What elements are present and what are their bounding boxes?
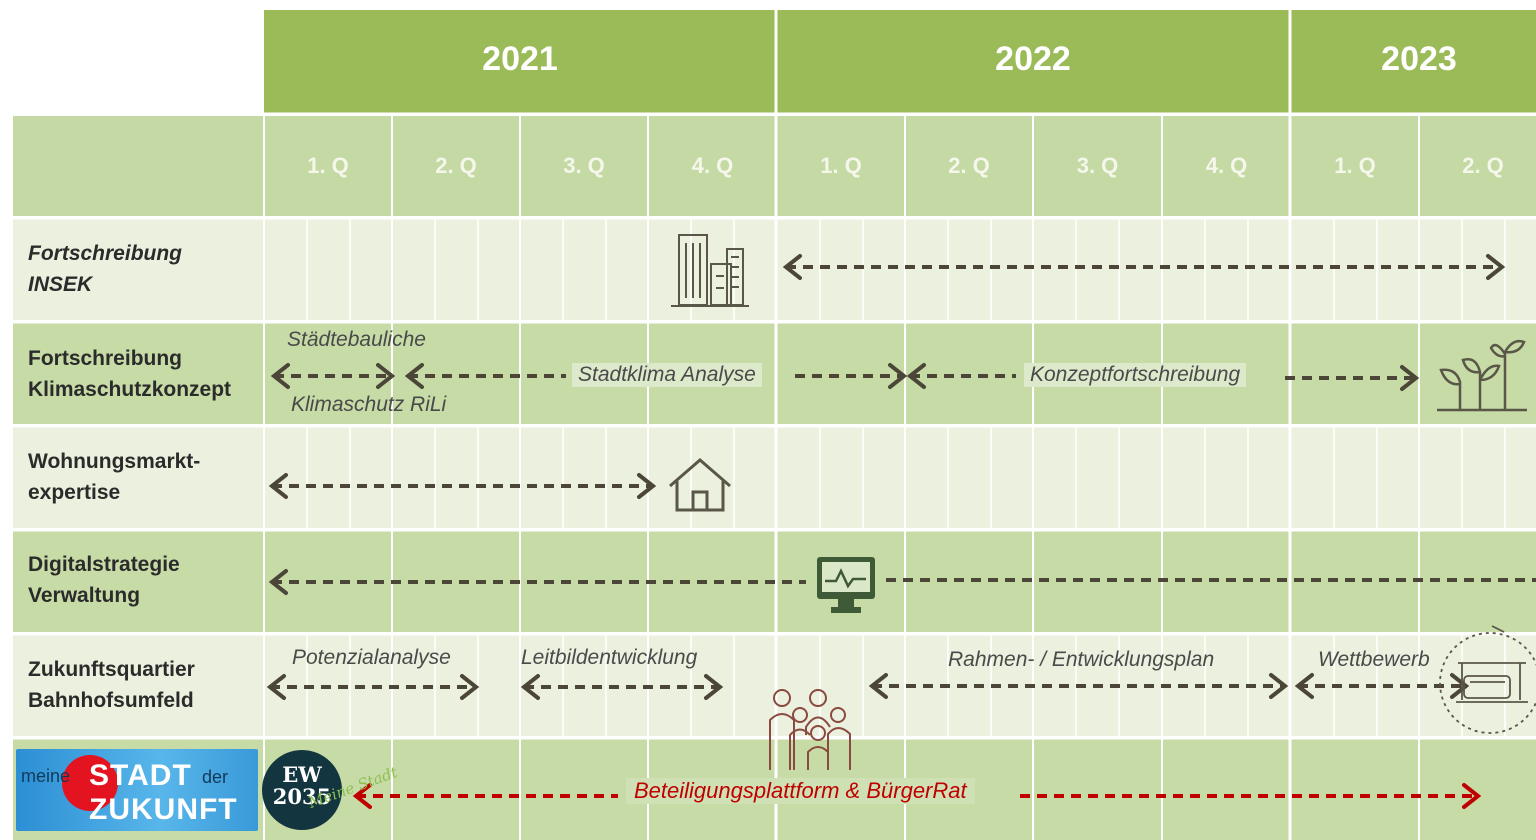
note-rahmenplan: Rahmen- / Entwicklungsplan [948, 648, 1215, 671]
quarter-label: 3. Q [563, 153, 605, 178]
ew2035-logo: EW 2035 [262, 750, 342, 830]
row-label-insek: Fortschreibung INSEK [28, 238, 182, 300]
arrow-head-left [352, 783, 372, 809]
quarter-label: 4. Q [691, 153, 734, 178]
logo-stadt: STADT [89, 759, 192, 792]
arrow-head-left [906, 363, 926, 389]
arrow-head-left [1294, 673, 1314, 699]
people-icon [769, 689, 851, 770]
ew-logo-top: EW [282, 762, 322, 787]
arrow-head-left [520, 674, 540, 700]
note-beteiligung: Beteiligungsplattform & BürgerRat [626, 778, 975, 804]
year-2021: 2021 [482, 40, 558, 78]
quarter-label: 4. Q [1205, 153, 1248, 178]
row-label-bahnhofsumfeld: Zukunftsquartier Bahnhofsumfeld [28, 654, 195, 716]
note-leitbildentwicklung: Leitbildentwicklung [521, 646, 698, 669]
timeline-row-band [12, 219, 1536, 320]
stadt-der-zukunft-logo: meine STADT der ZUKUNFT [16, 749, 258, 831]
note-potenzialanalyse: Potenzialanalyse [292, 646, 451, 669]
quarter-label: 1. Q [1334, 153, 1376, 178]
arrow-head-right [1450, 673, 1470, 699]
buildings-icon [671, 234, 749, 307]
quarter-label: 1. Q [307, 153, 349, 178]
note-klimaschutz-rili: Klimaschutz RiLi [291, 393, 447, 416]
year-header-band [264, 10, 1536, 113]
row-label-line: Fortschreibung [28, 347, 183, 370]
arrow-head-left [270, 363, 290, 389]
row-label-line: Bahnhofsumfeld [28, 689, 194, 712]
row-label-line: Digitalstrategie [28, 553, 180, 576]
row-label-line: INSEK [28, 273, 93, 296]
logo-der: der [202, 767, 229, 787]
arrow-head-left [268, 473, 288, 499]
row-label-line: Fortschreibung [28, 242, 183, 265]
row-label-digitalstrategie: Digitalstrategie Verwaltung [28, 549, 180, 611]
arrow-head-right [637, 473, 657, 499]
row-label-line: Zukunftsquartier [28, 658, 195, 681]
arrow-head-right [460, 674, 480, 700]
house-icon [669, 458, 731, 512]
quarter-label: 1. Q [820, 153, 862, 178]
year-2023: 2023 [1381, 40, 1457, 78]
quarter-label: 2. Q [1462, 153, 1504, 178]
year-2022: 2022 [995, 40, 1071, 78]
arrow-head-right [376, 363, 396, 389]
quarter-label: 3. Q [1076, 153, 1119, 178]
quarter-label: 2. Q [435, 153, 477, 178]
arrow-head-right [888, 363, 908, 389]
monitor-icon [817, 557, 875, 613]
ew-logo-year: 2035 [272, 784, 332, 809]
arrow-head-right [1269, 673, 1289, 699]
logo-meine: meine [21, 766, 71, 786]
row-label-line: Verwaltung [28, 584, 141, 607]
timeline-row-band [12, 427, 1536, 528]
arrow-head-left [404, 363, 424, 389]
note-konzeptfortschreibung: Konzeptfortschreibung [1024, 363, 1247, 387]
arrow-head-right [1462, 783, 1482, 809]
row-label-line: expertise [28, 481, 121, 504]
arrow-head-left [782, 254, 802, 280]
row-label-line: Klimaschutzkonzept [28, 378, 232, 401]
arrow-head-left [266, 674, 286, 700]
row-label-klimaschutz: Fortschreibung Klimaschutzkonzept [28, 343, 231, 405]
corner-cell [12, 10, 264, 113]
quarter-label: 2. Q [948, 153, 990, 178]
row-label-line: Wohnungsmarkt- [28, 450, 201, 473]
logo-zukunft: ZUKUNFT [89, 793, 238, 826]
arrow-head-left [868, 673, 888, 699]
quarter-header-band [12, 116, 1536, 216]
arrow-head-right [704, 674, 724, 700]
note-wettbewerb: Wettbewerb [1318, 648, 1430, 671]
plant-icon [1437, 339, 1527, 412]
arrow-head-left [268, 569, 288, 595]
arrow-head-right [1486, 254, 1506, 280]
note-staedtebauliche: Städtebauliche [287, 328, 426, 351]
row-label-wohnungsmarkt: Wohnungsmarkt- expertise [28, 446, 200, 508]
train-station-icon [1439, 625, 1536, 734]
note-stadtklima-analyse: Stadtklima Analyse [572, 363, 762, 387]
timeline-row-band [12, 323, 1536, 424]
logo-red-circle [62, 755, 118, 811]
arrow-head-right [1400, 365, 1420, 391]
